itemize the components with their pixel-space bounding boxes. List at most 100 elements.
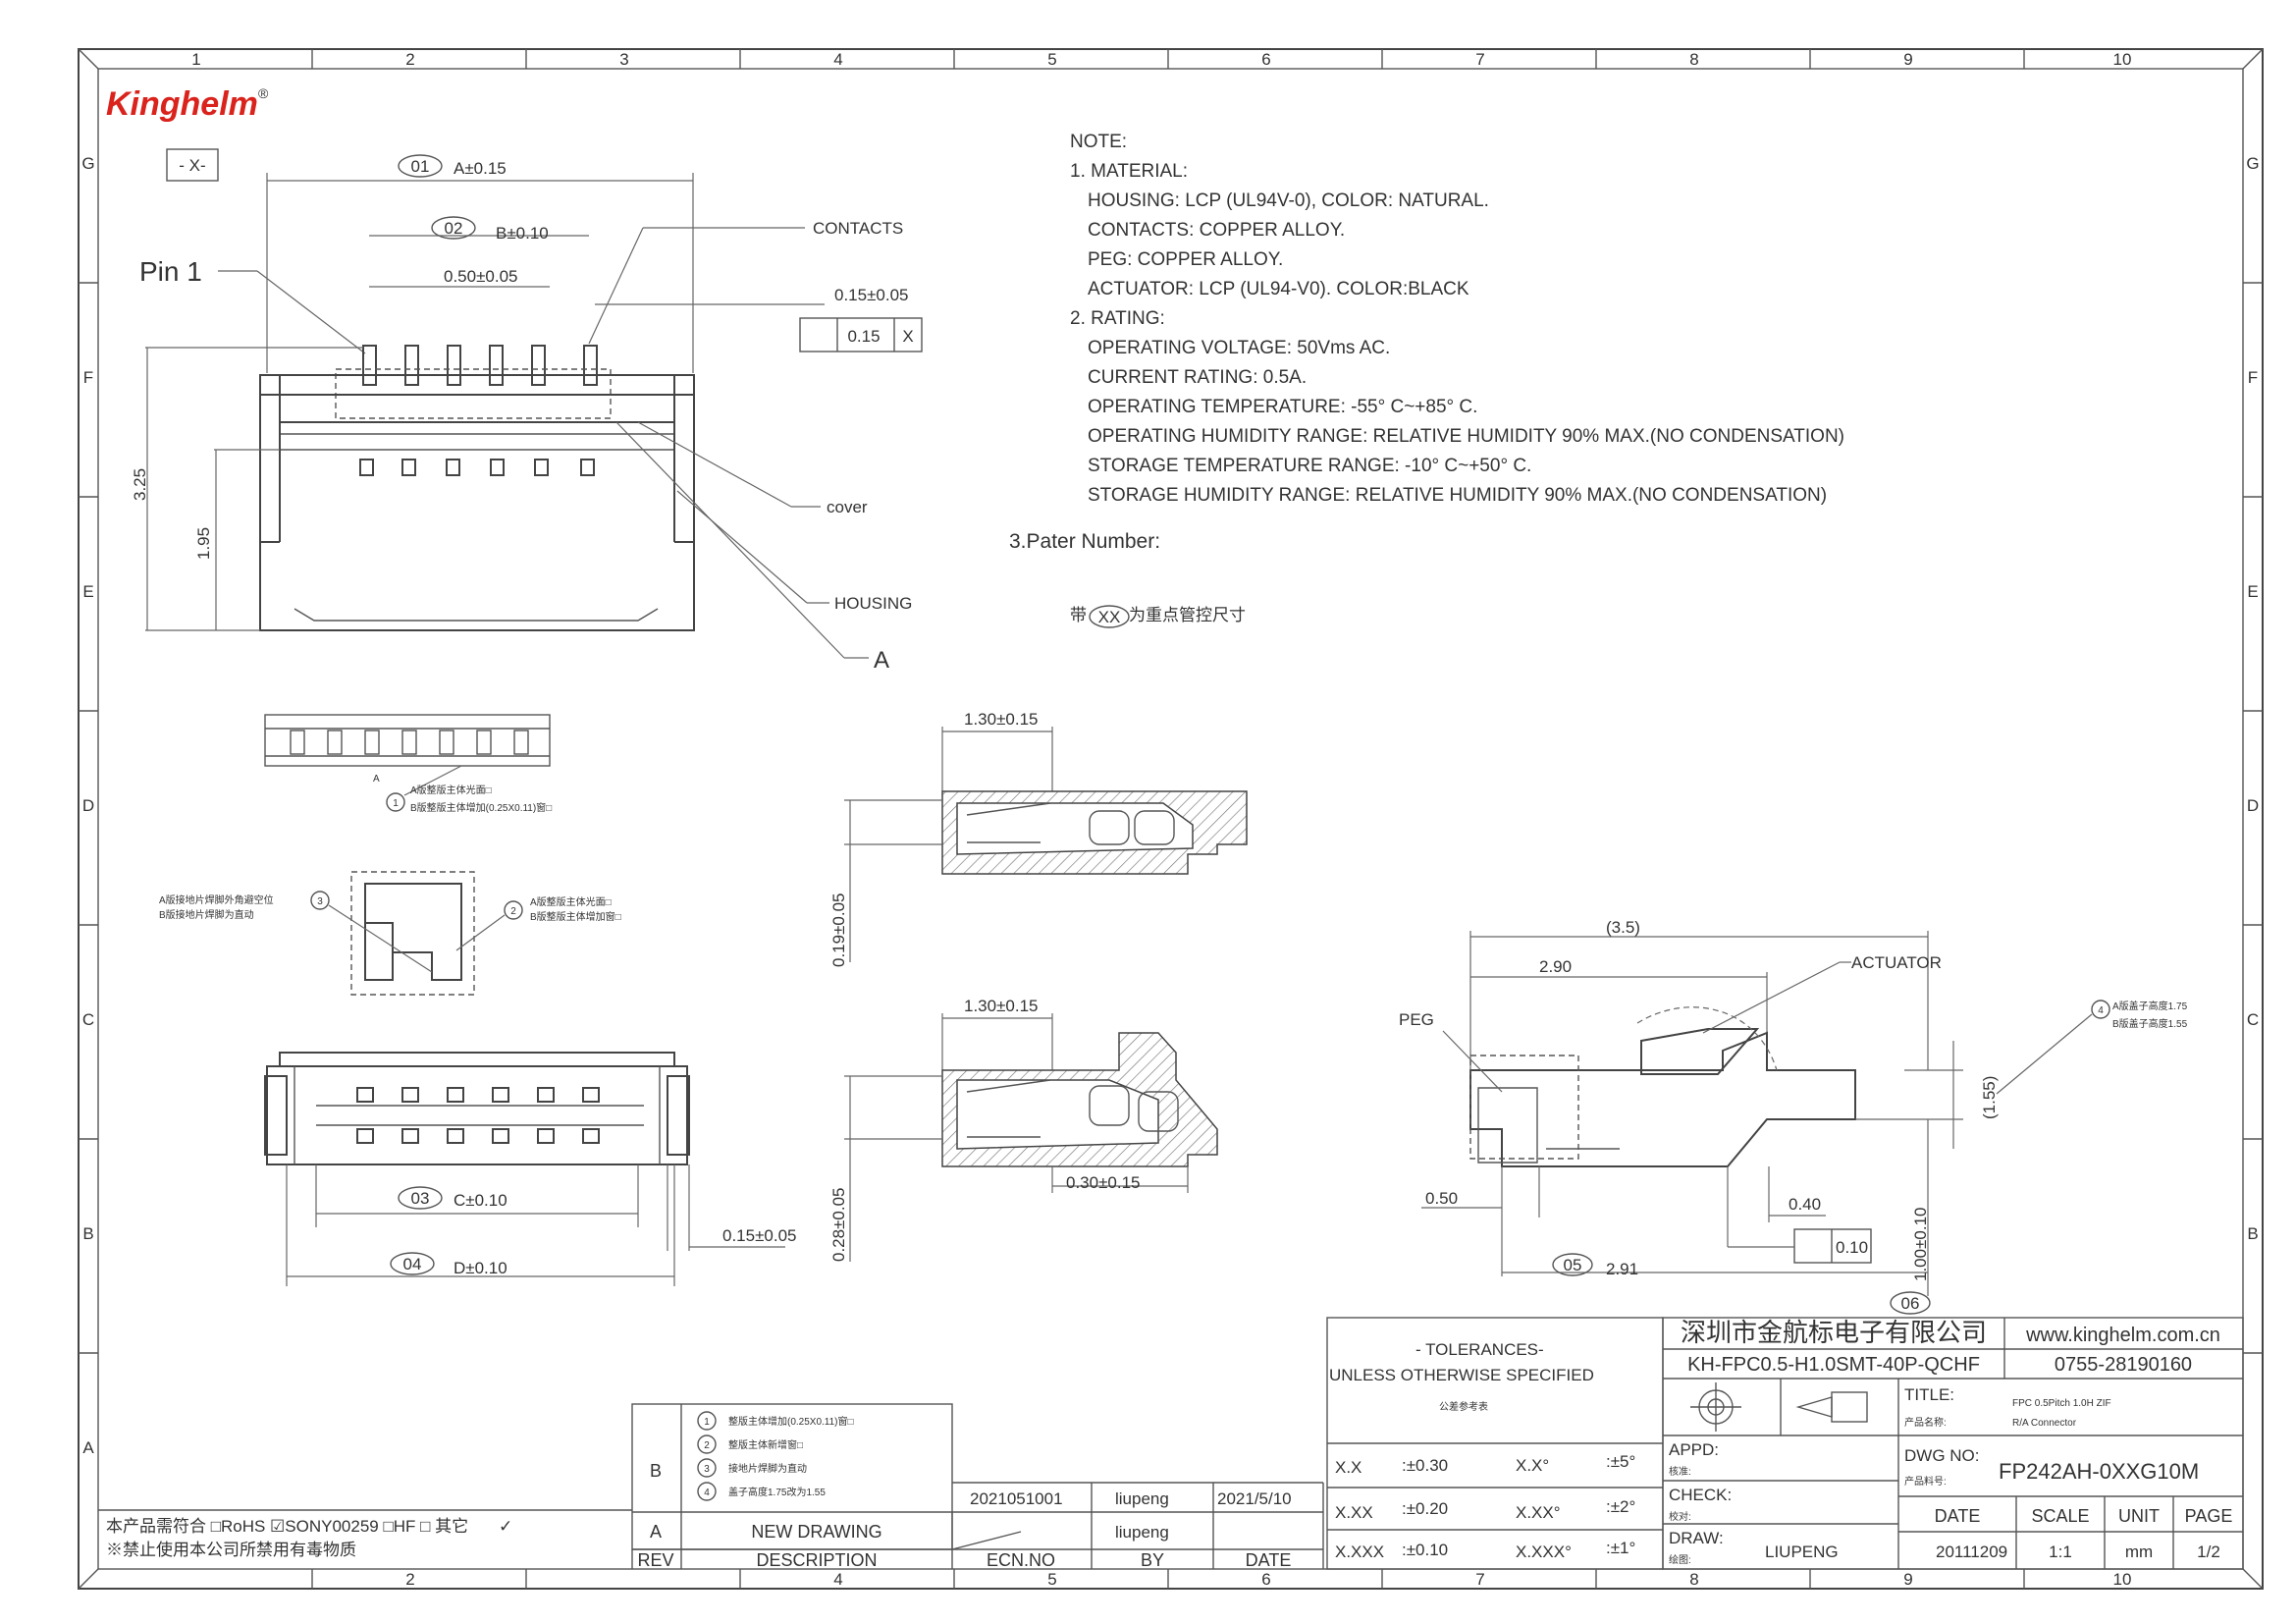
rev-a-desc: NEW DRAWING: [751, 1522, 881, 1542]
dim-height: (1.55): [1980, 1076, 1999, 1119]
grid-col-top: 8: [1689, 50, 1698, 69]
rev-b-date: 2021/5/10: [1217, 1489, 1292, 1508]
detail-2-note-a: A版整版主体光面□: [530, 895, 612, 908]
drawing-unit: mm: [2125, 1543, 2153, 1561]
detail-left-note-a: A版接地片焊脚外角避空位: [159, 893, 274, 906]
s1-width: 1.30±0.15: [964, 710, 1039, 729]
rev-b-item: 整版主体增加(0.25X0.11)窗□: [728, 1415, 854, 1428]
detail-bubble-3: 3: [317, 896, 323, 907]
note-line: CURRENT RATING: 0.5A.: [1088, 367, 1307, 388]
grid-row-left: D: [82, 796, 94, 815]
side-view: (3.5) 2.90 ACTUATOR PEG (1.55) 4 A版盖子高度1…: [1399, 918, 2188, 1315]
label-housing: HOUSING: [834, 594, 912, 613]
dim-d: D±0.10: [454, 1259, 507, 1277]
dim-width: 2.90: [1539, 957, 1572, 976]
tol-angle-format: X.X°: [1516, 1456, 1549, 1475]
header-scale: SCALE: [2031, 1506, 2089, 1526]
grid-row-left: E: [82, 582, 93, 601]
company-website: www.kinghelm.com.cn: [2025, 1325, 2220, 1346]
note-line: 2. RATING:: [1070, 308, 1165, 329]
draw-label: DRAW:: [1669, 1529, 1724, 1547]
note-line: PEG: COPPER ALLOY.: [1088, 249, 1283, 270]
tol-angle-format: X.XXX°: [1516, 1543, 1572, 1561]
header-date: DATE: [1935, 1506, 1981, 1526]
rev-b-item-num: 2: [704, 1440, 710, 1451]
note-line: HOUSING: LCP (UL94V-0), COLOR: NATURAL.: [1088, 190, 1489, 211]
dim-left-offset: 0.50: [1425, 1189, 1458, 1208]
detail-bubble-1: 1: [393, 798, 399, 809]
label-actuator: ACTUATOR: [1851, 953, 1942, 972]
grid-row-right: E: [2247, 582, 2258, 601]
rev-b-by: liupeng: [1115, 1489, 1169, 1508]
rev-b-item-num: 3: [704, 1464, 710, 1475]
dwg-label: DWG NO:: [1904, 1446, 1980, 1465]
bottom-view: 03 C±0.10 04 D±0.10 0.15±0.05: [264, 1052, 797, 1286]
grid-col-bottom: 7: [1475, 1570, 1484, 1589]
dim-a: A±0.15: [454, 159, 507, 178]
fcf-ref: X: [902, 327, 913, 346]
grid-row-right: G: [2246, 154, 2259, 173]
rev-b-item-num: 1: [704, 1417, 710, 1428]
grid-row-left: A: [82, 1438, 94, 1457]
dim-05: 2.91: [1606, 1260, 1638, 1278]
tol-angle-format: X.XX°: [1516, 1503, 1561, 1522]
s1-height: 0.19±0.05: [829, 893, 848, 967]
approved-label-cn: 核准:: [1669, 1465, 1691, 1478]
compliance-block: 本产品需符合 □RoHS ☑SONY00259 □HF □ 其它 ✓ ※禁止使用…: [98, 1509, 632, 1559]
tol-value: :±0.20: [1402, 1499, 1448, 1518]
part-number-label: 3.Pater Number:: [1009, 530, 1160, 553]
tol-format: X.XX: [1335, 1503, 1373, 1522]
rev-header-date: DATE: [1246, 1550, 1292, 1570]
grid-col-top: 4: [833, 50, 842, 69]
grid-col-top: 6: [1261, 50, 1270, 69]
header-page: PAGE: [2185, 1506, 2233, 1526]
grid-col-bottom: 6: [1261, 1570, 1270, 1589]
side-actuator: [1640, 1028, 1760, 1075]
grid-row-left: F: [83, 368, 93, 387]
drawing-date: 20111209: [1936, 1543, 2007, 1561]
tol-angle-value: :±5°: [1606, 1452, 1635, 1471]
note-line: 1. MATERIAL:: [1070, 161, 1188, 182]
svg-text:®: ®: [258, 85, 269, 101]
section-view-2: 1.30±0.15 0.28±0.05 0.30±0.15: [829, 997, 1218, 1262]
section-view-1: 1.30±0.15 0.19±0.05: [829, 710, 1248, 967]
dwg-label-cn: 产品料号:: [1904, 1475, 1947, 1488]
dim-height-total: 3.25: [131, 468, 149, 501]
dim-b: B±0.10: [496, 224, 549, 243]
grid-col-top: 1: [191, 50, 200, 69]
dim-bubble-01-label: 01: [411, 157, 430, 176]
flatness-box: [1793, 1228, 1872, 1264]
top-view: - X- 01 A±0.15 02 B±0.10 0.50±0.05 0.15±…: [131, 148, 923, 674]
drawing-number: FP242AH-0XXG10M: [1999, 1459, 2199, 1484]
label-cover: cover: [827, 498, 868, 516]
key-dim-note-prefix: 带: [1070, 606, 1087, 624]
dim-bubble-04: [390, 1252, 435, 1275]
grid-col-top: 5: [1047, 50, 1056, 69]
grid-col-top: 7: [1475, 50, 1484, 69]
dim-c: C±0.10: [454, 1191, 507, 1210]
grid-row-left: B: [82, 1224, 93, 1243]
title-label: TITLE:: [1904, 1385, 1954, 1404]
dim-pitch: 0.50±0.05: [444, 267, 518, 286]
key-dim-note-suffix: 为重点管控尺寸: [1129, 606, 1246, 624]
notes-block: NOTE: 1. MATERIAL: HOUSING: LCP (UL94V-0…: [1009, 132, 1844, 628]
fcf-value: 0.15: [847, 327, 880, 346]
grid-row-right: F: [2248, 368, 2258, 387]
dim-peg-width: 0.15±0.05: [722, 1226, 797, 1245]
tol-value: :±0.10: [1402, 1541, 1448, 1559]
dim-bubble-05: [1552, 1253, 1593, 1276]
grid-col-bottom: 10: [2113, 1570, 2132, 1589]
s2-height: 0.28±0.05: [829, 1187, 848, 1262]
dim-tail: 0.40: [1789, 1195, 1821, 1214]
model-number: KH-FPC0.5-H1.0SMT-40P-QCHF: [1687, 1354, 1980, 1376]
grid-col-bottom: 8: [1689, 1570, 1698, 1589]
side-note-4a: A版盖子高度1.75: [2112, 1000, 2188, 1012]
detail-1-note-b: B版整版主体增加(0.25X0.11)窗□: [410, 801, 552, 814]
grid-col-top: 2: [405, 50, 414, 69]
grid-col-top: 3: [619, 50, 628, 69]
grid-row-right: D: [2247, 796, 2259, 815]
datum-x-box: [166, 148, 219, 182]
grid-col-bottom: 9: [1903, 1570, 1912, 1589]
label-a: A: [874, 647, 889, 674]
label-contacts: CONTACTS: [813, 219, 903, 238]
